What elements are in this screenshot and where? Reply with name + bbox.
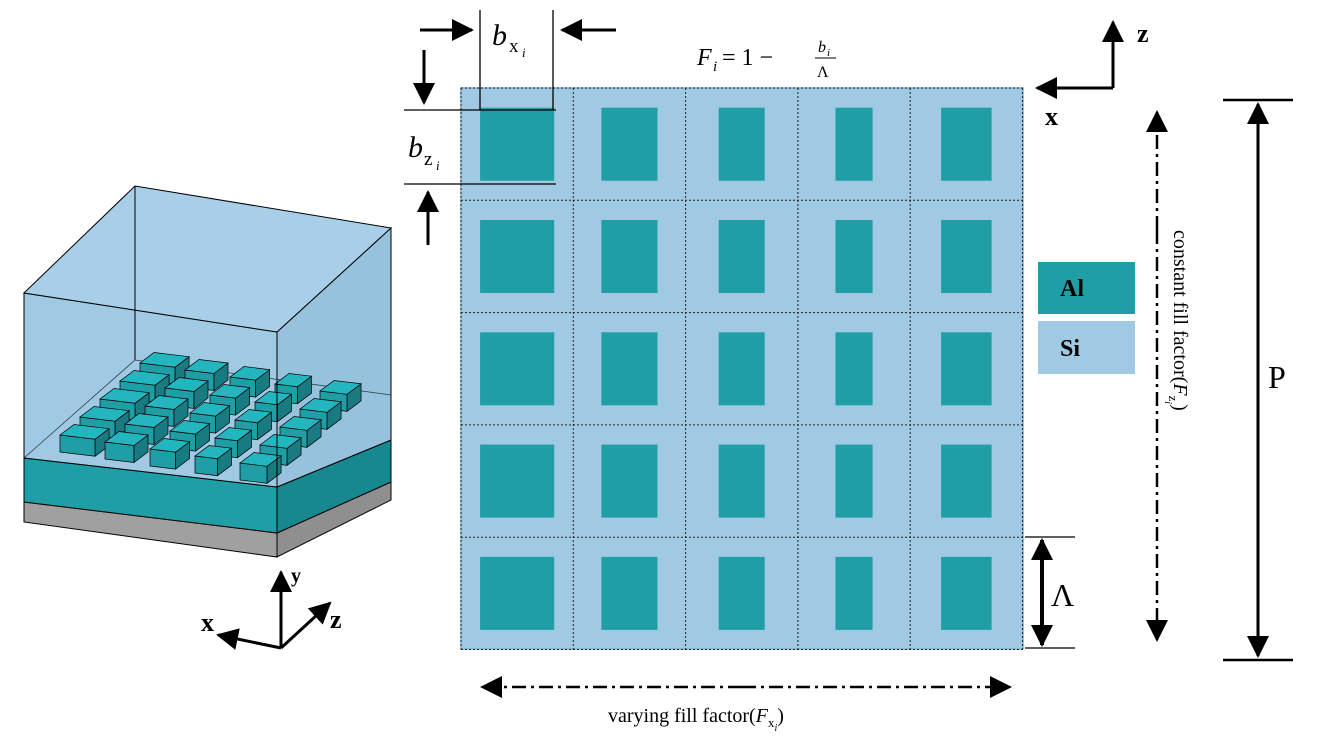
metal-block (835, 444, 873, 518)
metal-block (601, 332, 658, 406)
legend-label-metal: Al (1060, 276, 1084, 302)
nanoblock-top (79, 406, 131, 422)
nanoblock-top (169, 420, 211, 435)
nanoblock-top (239, 452, 283, 467)
nanoblock-top (144, 395, 189, 410)
horizontal-caption: varying fill factor(Fxi) (608, 705, 784, 734)
metal-block (941, 332, 992, 406)
metal-block (480, 220, 555, 293)
nanoblock-top (59, 424, 111, 440)
nanoblock-top (119, 370, 171, 386)
metal-block (718, 220, 765, 293)
nanoblock-top (139, 352, 191, 368)
nanoblock-top (319, 380, 363, 395)
metal-block (718, 332, 765, 406)
cell-gridlines (460, 87, 1023, 650)
metal-block (941, 444, 992, 518)
vertical-caption: constant fill factor(Fzi) (1162, 230, 1191, 411)
metal-block (718, 444, 765, 518)
unit-cell-grid (460, 87, 1024, 650)
horizontal-fill-arrow: varying fill factor(Fxi) (480, 676, 1012, 734)
perspective-view (22, 185, 393, 558)
metal-block (835, 107, 873, 181)
metal-block (718, 556, 765, 630)
legend-swatch-dielectric (1038, 321, 1135, 374)
metal-block (835, 332, 873, 406)
metal-block (835, 556, 873, 630)
bx-dimension: b x i (420, 10, 616, 110)
nanoblock-top (164, 377, 209, 392)
nanoblock-top (254, 391, 293, 406)
lambda-dimension: Λ (1025, 536, 1075, 649)
nanoblock-top (279, 416, 323, 431)
fill-factor-formula: F i = 1 − b i Λ (696, 39, 836, 81)
axis-label-z-top: z (1137, 19, 1149, 48)
metal-block (480, 444, 555, 518)
nanoblock-top (104, 431, 149, 446)
nanoblock-top (299, 398, 343, 413)
bz-label-sub: z (424, 149, 432, 170)
metal-block (601, 220, 658, 293)
nanoblock-top (189, 402, 231, 417)
metal-block (480, 332, 555, 406)
metal-block (480, 556, 555, 630)
nanoblock-top (194, 445, 233, 460)
nanoblock-top (274, 373, 313, 388)
formula-lhs-sub: i (713, 59, 717, 75)
metal-block (941, 107, 992, 181)
vertical-fill-arrow: constant fill factor(Fzi) (1146, 110, 1191, 642)
axis-label-x-top: x (1045, 102, 1058, 131)
nanoblock-top (229, 366, 271, 381)
nanoblock-top (99, 388, 151, 404)
nanoblock-top (124, 413, 169, 428)
formula-lhs: F (696, 45, 712, 71)
axes-2d: z x (1035, 19, 1149, 131)
metal-block (718, 107, 765, 181)
formula-num: b (818, 39, 826, 56)
axes-3d: y x z (201, 565, 342, 650)
formula-eq: = 1 − (722, 45, 773, 71)
period-dimension: P (1223, 98, 1293, 662)
nanoblock-front (194, 455, 218, 477)
bz-label-subsub: i (436, 158, 440, 173)
nanoblock-top (209, 384, 251, 399)
period-label: P (1268, 359, 1286, 395)
axis-label-z: z (330, 605, 342, 634)
metal-block (480, 107, 555, 181)
bx-label-base: b (492, 19, 507, 52)
metal-block (601, 444, 658, 518)
metal-block (941, 556, 992, 630)
metal-block (601, 107, 658, 181)
nanoblock-top (214, 427, 253, 442)
nanoblock-top (234, 409, 273, 424)
metal-block (941, 220, 992, 293)
metal-block (601, 556, 658, 630)
legend-label-dielectric: Si (1060, 336, 1080, 362)
nanoblock-array (59, 352, 363, 484)
nanoblock-top (149, 438, 191, 453)
formula-num-sub: i (827, 47, 830, 59)
bz-label-base: b (408, 131, 423, 164)
lambda-label: Λ (1051, 577, 1074, 613)
nanoblock-top (259, 434, 303, 449)
material-legend: Al Si (1038, 262, 1135, 374)
metal-block (835, 220, 873, 293)
metal-blocks (480, 107, 992, 630)
nanoblock-top (184, 359, 229, 374)
axis-label-y: y (291, 565, 301, 587)
legend-swatch-metal (1038, 262, 1135, 314)
axis-label-x: x (201, 608, 214, 637)
formula-den: Λ (817, 64, 829, 81)
bz-dimension: b z i (404, 50, 556, 245)
bx-label-sub: x (509, 36, 519, 57)
bx-label-subsub: i (522, 45, 526, 60)
nanoblock-front (149, 448, 176, 470)
